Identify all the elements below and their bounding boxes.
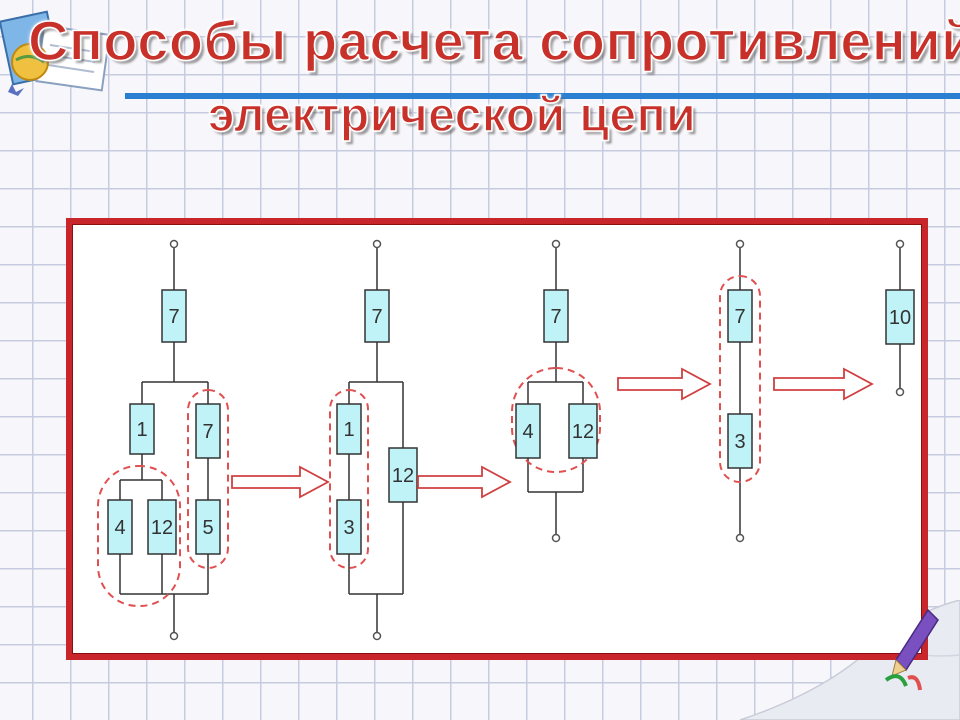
resistor-c1-right-lower [195,499,221,555]
highlight-parallel-4-12 [97,465,181,607]
resistor-label: 5 [202,517,213,539]
circuit-wires [119,248,901,632]
resistor-c1-top [161,289,187,343]
pencil-icon [884,608,939,691]
resistor-c1-left-upper [129,403,155,455]
circuit-terminals [169,239,905,641]
resistor-label: 7 [202,421,213,443]
resistor-label: 12 [392,465,414,487]
resistor-label: 12 [151,517,173,539]
resistor-label: 10 [889,307,911,329]
resistor-c4-bottom [727,413,753,469]
resistor-c3-top [543,289,569,343]
resistor-c2-left-upper [336,403,362,455]
resistor-label: 3 [734,431,745,453]
resistor-c1-bottom-b [147,499,177,555]
resistor-c1-right-upper [195,403,221,459]
resistor-c3-left [515,403,541,459]
resistor-label: 4 [522,421,533,443]
highlight-groups [97,275,761,607]
resistor-label: 7 [734,306,745,328]
highlight-series-1-3 [329,389,369,569]
highlight-series-7-3 [719,275,761,483]
circuit-diagram: 7 1 7 4 12 5 7 1 3 12 7 4 12 7 3 10 [97,239,915,641]
arrow-right-2 [417,465,512,499]
page-subtitle: электрической цепи [207,88,697,143]
resistor-label: 7 [371,306,382,328]
arrow-right-3 [617,367,712,401]
highlight-series-7-5 [187,389,229,569]
resistor-label: 1 [343,419,354,441]
resistor-c2-top [364,289,390,343]
resistor-c2-left-lower [336,499,362,555]
arrow-right-1 [231,465,330,499]
resistor-label: 4 [114,517,125,539]
page-title: Способы расчета сопротивлений [27,8,960,73]
resistor-c3-right [568,403,598,459]
resistor-label: 12 [572,421,594,443]
highlight-parallel-4-12-b [511,367,601,473]
title-underline [125,93,960,99]
resistor-c2-right [388,447,418,503]
resistor-c4-top [727,289,753,343]
books-globe-icon [0,10,111,96]
resistor-label: 7 [168,306,179,328]
resistor-label: 7 [550,306,561,328]
resistor-c5-single [885,289,915,345]
resistor-c1-bottom-a [107,499,133,555]
resistor-label: 3 [343,517,354,539]
arrow-right-4 [773,367,874,401]
resistor-label: 1 [136,419,147,441]
